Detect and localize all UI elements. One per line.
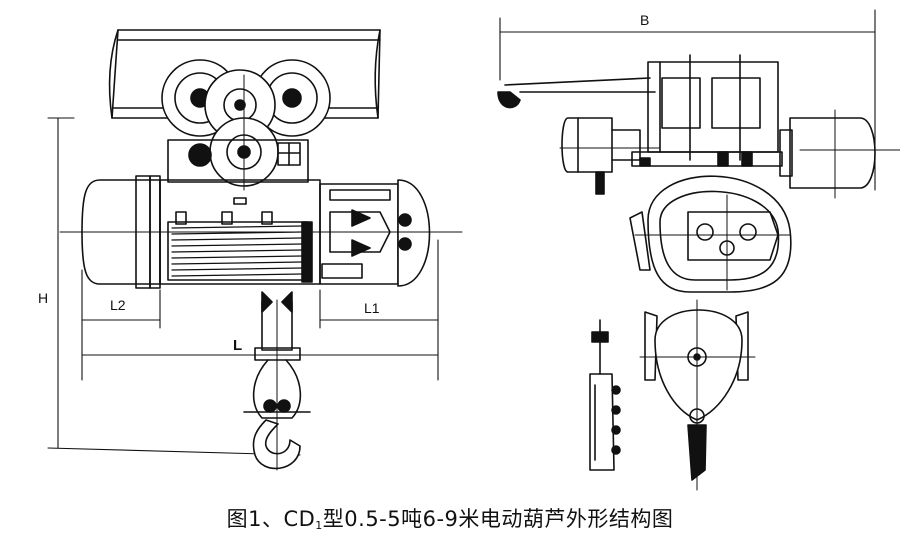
hook-block-front — [243, 291, 311, 471]
gearbox-right — [319, 179, 431, 287]
caption-suffix: 型0.5-5吨6-9米电动葫芦外形结构图 — [322, 507, 674, 531]
side-view — [497, 9, 900, 491]
dimension-label-l: L — [233, 337, 242, 354]
hoist-body-side — [629, 175, 792, 293]
trolley-body-side — [631, 54, 783, 167]
trolley-frame — [167, 139, 309, 183]
rail-profile — [497, 91, 521, 109]
pendant-controller — [589, 319, 621, 471]
trolley-motor — [779, 109, 900, 199]
figure-caption: 图1、CD1型0.5-5吨6-9米电动葫芦外形结构图 — [0, 503, 900, 533]
dimension-label-b: B — [640, 12, 649, 28]
small-motor — [559, 117, 661, 195]
dimension-b — [499, 9, 876, 191]
hook-block-side — [639, 299, 756, 491]
front-view — [47, 29, 463, 471]
dimension-label-l1: L1 — [364, 300, 380, 316]
dimension-label-h: H — [38, 290, 48, 306]
caption-prefix: 图1、CD — [226, 507, 316, 531]
caption-subscript: 1 — [315, 519, 323, 532]
dimension-label-l2: L2 — [110, 297, 126, 313]
trolley-wheels — [161, 59, 331, 191]
